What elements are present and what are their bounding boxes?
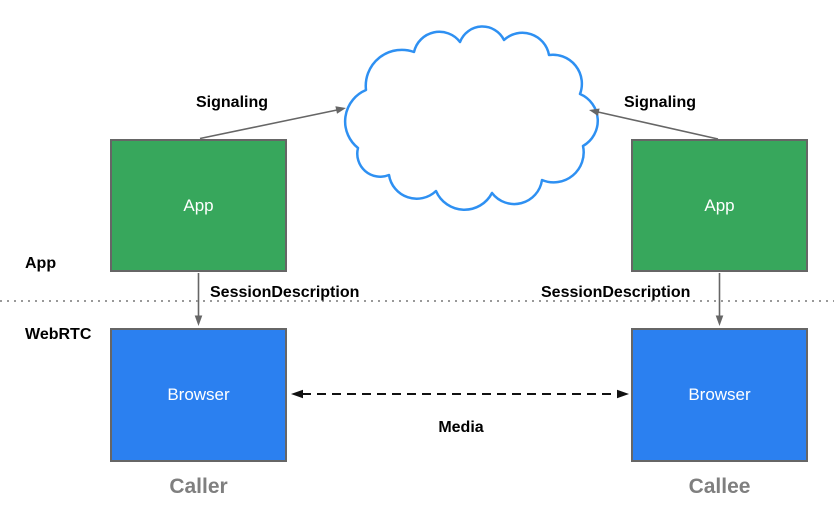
callee-browser-box: Browser: [631, 328, 808, 462]
callee-app-box: App: [631, 139, 808, 272]
callee-app-label: App: [704, 195, 735, 215]
caller-browser-box: Browser: [110, 328, 287, 462]
layer-label-app: App: [25, 255, 57, 272]
callee-browser-label: Browser: [688, 385, 751, 404]
media-label: Media: [438, 419, 484, 436]
caller-browser-label: Browser: [167, 385, 230, 404]
session-description-arrow-left: [194, 273, 203, 326]
caller-app-label: App: [183, 195, 214, 215]
caller-app-box: App: [110, 139, 287, 272]
layer-divider: [0, 300, 834, 302]
session-description-label-left: SessionDescription: [210, 284, 360, 301]
layer-label-webrtc: WebRTC: [25, 326, 92, 343]
session-description-arrow-right: [715, 273, 724, 326]
caller-caption: Caller: [169, 475, 228, 498]
media-arrow: [291, 389, 629, 399]
signaling-arrow-left: [199, 106, 346, 140]
signaling-label-left: Signaling: [196, 94, 268, 111]
signaling-arrow-right: [589, 108, 719, 140]
session-description-label-right: SessionDescription: [541, 284, 691, 301]
callee-caption: Callee: [688, 475, 751, 498]
signaling-label-right: Signaling: [624, 94, 696, 111]
signaling-cloud-icon: [343, 25, 600, 211]
